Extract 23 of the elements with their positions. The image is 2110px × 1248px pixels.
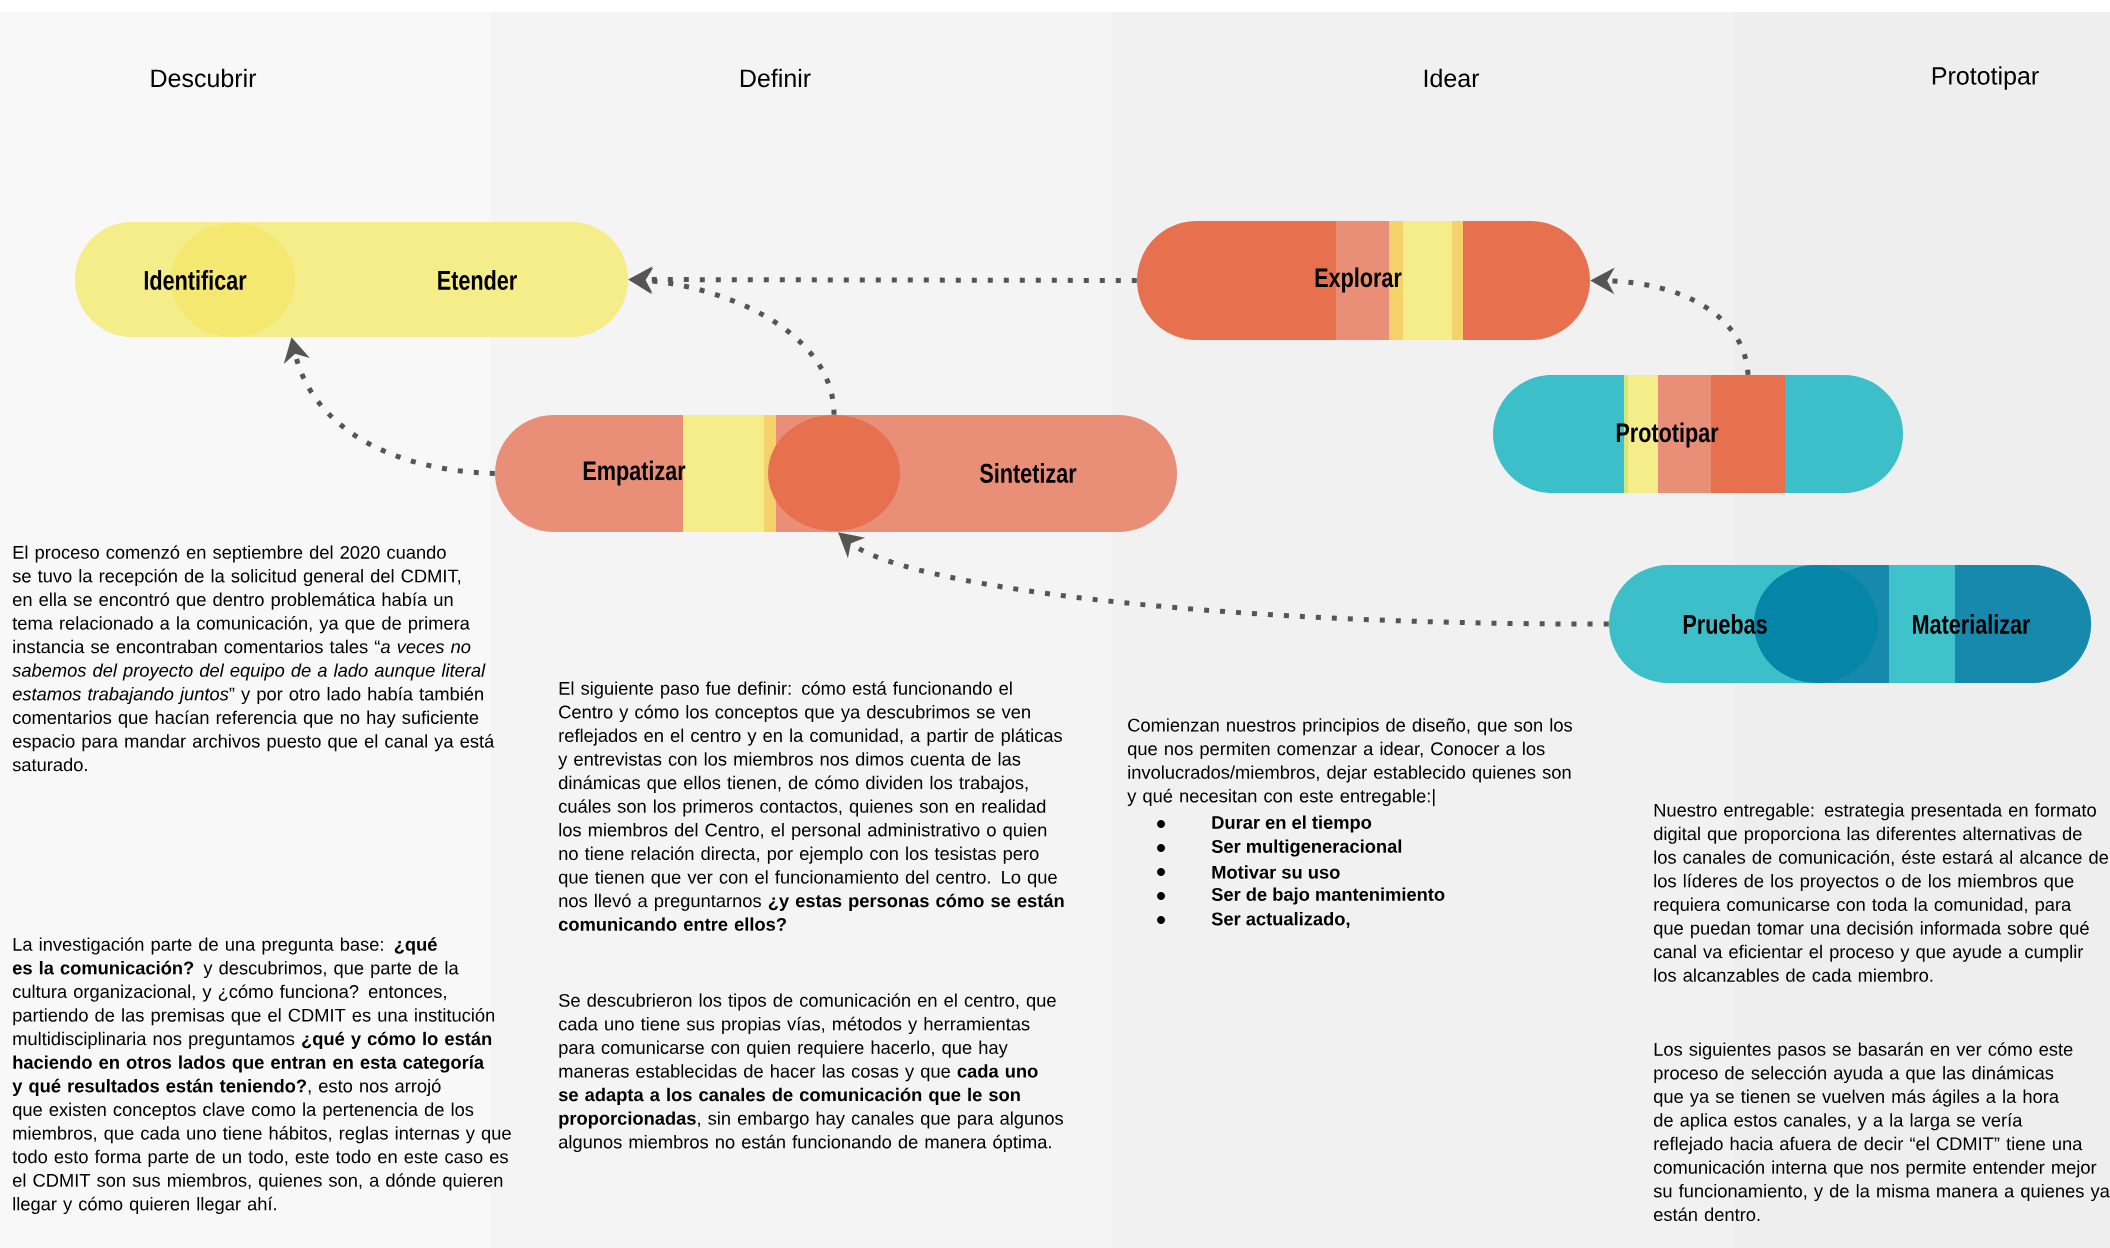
step-label: Empatizar bbox=[583, 460, 686, 486]
column-heading: Definir bbox=[740, 68, 811, 88]
paragraph: Comienzan nuestros principios de diseño, que son los que nos permiten comenzar a idear, Conocer a los involucrados/miembros, dejar establecido quienes son y qué necesitan con este entregable:| bbox=[1127, 718, 1572, 807]
step-label: Pruebas bbox=[1683, 614, 1767, 634]
paragraph: El siguiente paso fue definir: cómo está funcionando el Centro y cómo los conceptos que ya descubrimos se ven reflejados en el centro y en la comunidad, a partir de pláticas y entrevistas con los miembros nos dimos cuenta de las dinámicas que ellos tienen, de cómo dividen los trabajos, cuáles son los primeros contactos, quienes son en realidad los miembros del Centro, el personal administrativo o quien no tiene relación directa, por ejemplo con los tesistas pero que tienen que ver con el funcionamiento del centro. Lo que nos llevó a preguntarnos ¿y estas personas cómo se están comunicando entre ellos? bbox=[558, 681, 1064, 931]
paragraph: Nuestro entregable: estrategia presentada en formato digital que proporciona las diferentes alternativas de los canales de comunicación, éste estará al alcance de los líderes de los proyectos o de los miembros que requiera comunicarse con toda la comunidad, para que puedan tomar una decisión informada sobre qué canal va eficientar el proceso y que ayude a cumplir los alcanzables de cada miembro. bbox=[1654, 803, 2109, 982]
list-item: Ser multigeneracional bbox=[1157, 839, 1402, 857]
list-item: Durar en el tiempo bbox=[1157, 815, 1372, 833]
paragraph: Los siguientes pasos se basarán en ver cómo este proceso de selección ayuda a que las dinámicas que ya se tienen se vuelven más ágiles a la hora de aplica estos canales, y a la larga se vería reflejado hacia afuera de decir “el CDMIT” tiene una comunicación interna que nos permite entender mejor su funcionamiento, y de la misma manera a quienes ya están dentro. bbox=[1653, 1042, 2110, 1222]
column-heading: Prototipar bbox=[1932, 66, 2039, 90]
paragraph: Se descubrieron los tipos de comunicación en el centro, que cada uno tiene sus propias vías, métodos y herramientas para comunicarse con quien requiere hacerlo, que hay maneras establecidas de hacer las cosas y que cada uno se adapta a los canales de comunicación que le son proporcionadas, sin embargo hay canales que para algunos algunos miembros no están funcionando de manera óptima. bbox=[558, 993, 1063, 1153]
step-label: Identificar bbox=[144, 270, 247, 290]
list-item: Ser de bajo mantenimiento bbox=[1157, 887, 1445, 905]
column-heading: Idear bbox=[1424, 68, 1480, 88]
column-heading: Descubrir bbox=[151, 68, 257, 88]
list-item: Ser actualizado, bbox=[1157, 911, 1350, 929]
paragraph: La investigación parte de una pregunta base: ¿qué es la comunicación? y descubrimos, que parte de la cultura organizacional, y ¿cómo funciona? entonces, partiendo de las premisas que el CDMIT es una institución multidisciplinaria nos preguntamos ¿qué y cómo lo están haciendo en otros lados que entran en esta categoría y qué resultados están teniendo?, esto nos arrojó que existen conceptos clave como la pertenencia de los miembros, que cada uno tiene hábitos, reglas internas y que todo esto forma parte de un todo, este todo en este caso es el CDMIT son sus miembros, quienes son, a dónde quieren llegar y cómo quieren llegar ahí. bbox=[12, 937, 511, 1215]
list-item: Motivar su uso bbox=[1157, 865, 1340, 879]
paragraph: El proceso comenzó en septiembre del 2020 cuando se tuvo la recepción de la solicitud general del CDMIT, en ella se encontró que dentro problemática había un tema relacionado a la comunicación, ya que de primera instancia se encontraban comentarios tales “a veces no sabemos del proyecto del equipo de a lado aunque literal estamos trabajando juntos” y por otro lado había también comentarios que hacían referencia que no hay suficiente espacio para mandar archivos puesto que el canal ya está saturado. bbox=[12, 545, 495, 772]
step-label: Materializar bbox=[1913, 614, 2031, 634]
step-label: Explorar bbox=[1315, 267, 1402, 293]
step-label: Etender bbox=[438, 270, 517, 290]
step-label: Sintetizar bbox=[980, 463, 1077, 483]
